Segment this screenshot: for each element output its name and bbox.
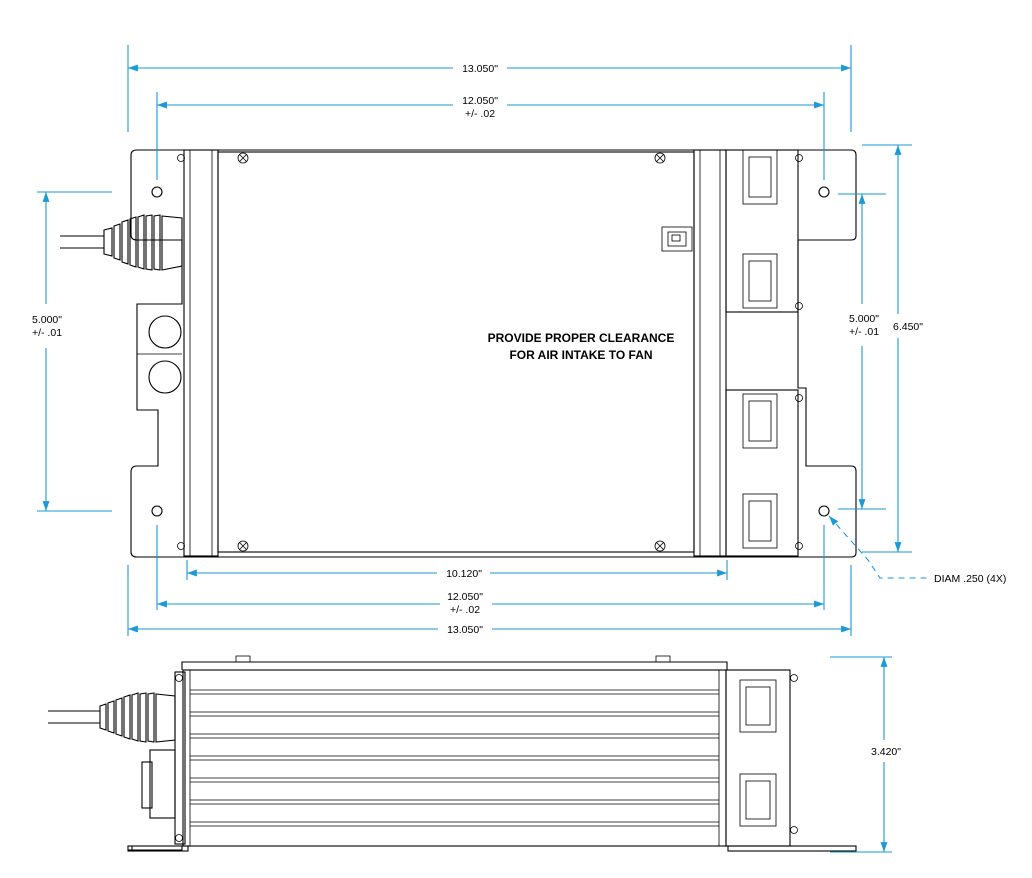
mounting-plate-outline bbox=[130, 149, 857, 558]
power-cable bbox=[60, 214, 183, 271]
top-plate bbox=[181, 661, 728, 670]
mounting-holes bbox=[151, 186, 830, 517]
base-flange-left bbox=[128, 845, 183, 851]
base-flange-left-plate bbox=[127, 845, 189, 852]
output-connectors bbox=[137, 315, 182, 394]
right-end-cap bbox=[693, 149, 727, 557]
left-end-cap bbox=[183, 149, 219, 557]
dim-hole-spacing-bottom-tol: +/- .02 bbox=[450, 604, 480, 616]
side-fan bbox=[725, 669, 791, 847]
side-body bbox=[182, 669, 727, 847]
clearance-note-line2: FOR AIR INTAKE TO FAN bbox=[509, 348, 652, 362]
dim-right-height: 5.000" bbox=[849, 313, 879, 325]
fan-bottom bbox=[725, 389, 799, 557]
hole-callout: DIAM .250 (4X) bbox=[934, 573, 1006, 585]
dim-hole-spacing-top-tol: +/- .02 bbox=[465, 108, 495, 120]
base-flange-right-plate bbox=[727, 845, 857, 852]
bottom-dimensions: 10.120" 12.050" +/- .02 13.050" bbox=[127, 525, 852, 636]
dim-hole-spacing-top: 12.050" bbox=[462, 95, 498, 107]
side-screws bbox=[175, 674, 798, 842]
dim-side-height: 3.420" bbox=[871, 746, 901, 758]
rj-connector bbox=[661, 226, 693, 252]
dim-left-height-tol: +/- .01 bbox=[32, 327, 62, 339]
clearance-note-line1: PROVIDE PROPER CLEARANCE bbox=[488, 331, 675, 345]
left-dimensions: 5.000" +/- .01 bbox=[32, 191, 112, 512]
dim-overall-top: 13.050" bbox=[462, 63, 498, 75]
right-dimensions: 5.000" +/- .01 6.450" DIAM .250 (4X) bbox=[828, 144, 1006, 585]
dim-left-height: 5.000" bbox=[32, 314, 62, 326]
side-view: 3.420" bbox=[48, 655, 901, 853]
dim-overall-height: 6.450" bbox=[893, 321, 923, 333]
dim-right-height-tol: +/- .01 bbox=[849, 326, 879, 338]
dim-hole-spacing-bottom: 12.050" bbox=[447, 591, 483, 603]
top-view: PROVIDE PROPER CLEARANCE FOR AIR INTAKE … bbox=[60, 149, 857, 558]
top-dimensions: 13.050" 12.050" +/- .02 bbox=[127, 45, 852, 180]
side-output-connector bbox=[141, 749, 176, 819]
cap-screws bbox=[177, 154, 803, 550]
dim-body-length: 10.120" bbox=[446, 568, 482, 580]
dim-overall-bottom: 13.050" bbox=[447, 624, 483, 636]
body-screws bbox=[237, 152, 666, 552]
side-power-cable bbox=[48, 692, 176, 743]
fan-top bbox=[725, 149, 799, 313]
heat-sink-fins bbox=[190, 689, 719, 827]
